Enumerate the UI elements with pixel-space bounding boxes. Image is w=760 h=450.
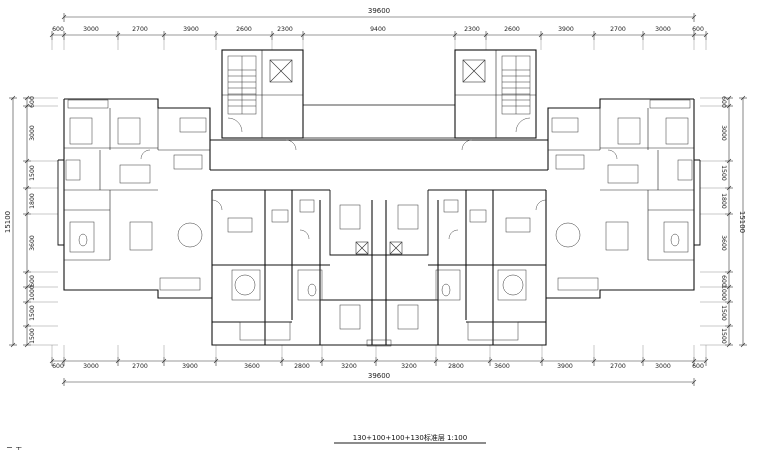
top-dim-label: 600 (52, 26, 64, 33)
right-dimension-labels: 600 3000 1500 1800 3600 600 1000 1500 15… (720, 96, 727, 344)
bottom-dim-label: 3200 (341, 363, 357, 370)
top-dim-label: 2700 (610, 26, 626, 33)
grid-axis-lines (31, 40, 725, 357)
bottom-dim-label: 3900 (182, 363, 198, 370)
interior-partitions (64, 50, 694, 261)
left-dim-label: 3600 (29, 235, 36, 251)
bottom-dim-label: 2700 (610, 363, 626, 370)
bottom-dimension-labels: 600 3000 2700 3900 3600 2800 3200 3200 2… (52, 363, 704, 370)
dimension-ticks (9, 13, 747, 386)
right-dim-label: 1500 (720, 328, 727, 344)
top-dim-label: 3000 (655, 26, 671, 33)
bottom-dim-label: 2800 (294, 363, 310, 370)
left-dim-label: 1500 (29, 165, 36, 181)
right-dim-label: 1800 (720, 193, 727, 209)
left-total-dimension: 15100 (4, 211, 12, 233)
left-dimension-labels: 600 3000 1500 1800 3600 600 1000 1500 15… (29, 96, 36, 344)
left-dim-label: 1000 (29, 285, 36, 301)
left-dim-label: 1500 (29, 328, 36, 344)
right-total-dimension: 15100 (738, 211, 746, 233)
stair-cores (227, 55, 531, 115)
left-dim-label: 1500 (29, 305, 36, 321)
bottom-dim-label: 3600 (244, 363, 260, 370)
top-dim-label: 2300 (464, 26, 480, 33)
drawing-caption: 130+100+100+130标准层 1:100 (353, 433, 467, 442)
top-dim-label: 2700 (132, 26, 148, 33)
right-dim-label: 3000 (720, 125, 727, 141)
bottom-dim-label: 3900 (557, 363, 573, 370)
bottom-dim-label: 3600 (494, 363, 510, 370)
top-dim-label: 3900 (558, 26, 574, 33)
bottom-dim-label: 3200 (401, 363, 417, 370)
top-dim-label: 9400 (370, 26, 386, 33)
bottom-dim-label: 600 (52, 363, 64, 370)
bottom-dim-label: 2700 (132, 363, 148, 370)
corner-text: 二 工 (6, 446, 22, 450)
right-dim-label: 1000 (720, 285, 727, 301)
left-dim-label: 1800 (29, 193, 36, 209)
right-dim-label: 3600 (720, 235, 727, 251)
dimension-lines (12, 16, 744, 383)
right-dim-label: 600 (720, 275, 727, 287)
top-dim-label: 3000 (83, 26, 99, 33)
top-dim-label: 2600 (236, 26, 252, 33)
top-dim-label: 3900 (183, 26, 199, 33)
bottom-dim-label: 3000 (655, 363, 671, 370)
balconies (67, 99, 691, 347)
right-dim-label: 1500 (720, 305, 727, 321)
bottom-total-dimension: 39600 (368, 372, 390, 380)
top-dim-label: 2600 (504, 26, 520, 33)
top-dim-label: 600 (692, 26, 704, 33)
furniture (65, 117, 693, 330)
right-dim-label: 1500 (720, 165, 727, 181)
bottom-dim-label: 2800 (448, 363, 464, 370)
building-walls (57, 49, 701, 346)
left-dim-label: 3000 (29, 125, 36, 141)
bottom-dim-label: 600 (692, 363, 704, 370)
door-swings (140, 117, 618, 240)
top-dimension-labels: 600 3000 2700 3900 2600 2300 9400 2300 2… (52, 26, 704, 33)
left-dim-label: 600 (29, 96, 36, 108)
top-total-dimension: 39600 (368, 7, 390, 15)
bottom-dim-label: 3000 (83, 363, 99, 370)
left-dim-label: 600 (29, 275, 36, 287)
top-dim-label: 2300 (277, 26, 293, 33)
elevator-shafts (269, 59, 486, 255)
right-dim-label: 600 (720, 96, 727, 108)
